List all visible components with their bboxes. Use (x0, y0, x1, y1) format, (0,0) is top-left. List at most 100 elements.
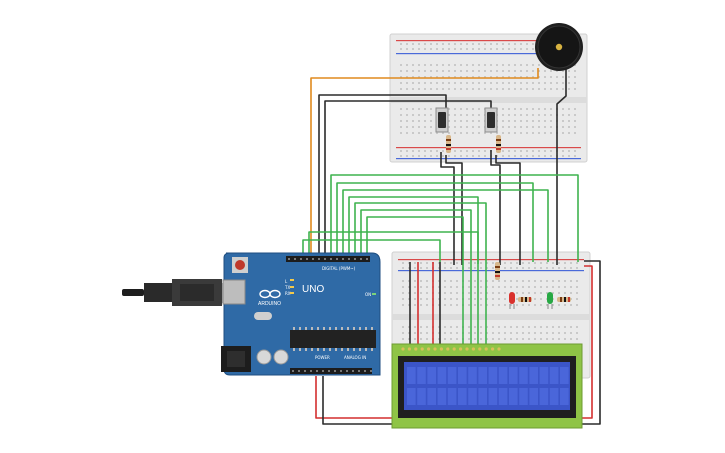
breadboard-hole[interactable] (412, 155, 414, 157)
breadboard-hole[interactable] (460, 114, 462, 116)
resistor-top-1[interactable] (446, 135, 451, 153)
breadboard-hole[interactable] (402, 262, 404, 264)
breadboard-hole[interactable] (550, 108, 552, 110)
breadboard-hole[interactable] (448, 82, 450, 84)
breadboard-hole[interactable] (534, 262, 536, 264)
breadboard-hole[interactable] (492, 332, 494, 334)
breadboard-hole[interactable] (400, 70, 402, 72)
breadboard-hole[interactable] (472, 76, 474, 78)
breadboard-hole[interactable] (504, 338, 506, 340)
breadboard-hole[interactable] (430, 82, 432, 84)
breadboard-hole[interactable] (568, 88, 570, 90)
breadboard-hole[interactable] (468, 292, 470, 294)
breadboard-hole[interactable] (406, 43, 408, 45)
breadboard-hole[interactable] (522, 338, 524, 340)
breadboard-hole[interactable] (514, 120, 516, 122)
breadboard-hole[interactable] (442, 88, 444, 90)
breadboard-hole[interactable] (528, 262, 530, 264)
breadboard-hole[interactable] (430, 48, 432, 50)
breadboard-hole[interactable] (568, 82, 570, 84)
breadboard-hole[interactable] (552, 280, 554, 282)
breadboard-hole[interactable] (444, 267, 446, 269)
breadboard-hole[interactable] (460, 76, 462, 78)
breadboard-hole[interactable] (436, 48, 438, 50)
breadboard-hole[interactable] (502, 150, 504, 152)
breadboard-hole[interactable] (562, 108, 564, 110)
breadboard-hole[interactable] (424, 82, 426, 84)
breadboard-hole[interactable] (438, 298, 440, 300)
breadboard-hole[interactable] (546, 280, 548, 282)
breadboard-hole[interactable] (486, 280, 488, 282)
breadboard-hole[interactable] (442, 82, 444, 84)
breadboard-hole[interactable] (562, 155, 564, 157)
breadboard-hole[interactable] (448, 108, 450, 110)
breadboard-hole[interactable] (502, 88, 504, 90)
breadboard-hole[interactable] (532, 114, 534, 116)
breadboard-hole[interactable] (472, 114, 474, 116)
breadboard-hole[interactable] (466, 108, 468, 110)
breadboard-hole[interactable] (538, 150, 540, 152)
breadboard-hole[interactable] (408, 286, 410, 288)
breadboard-hole[interactable] (502, 114, 504, 116)
breadboard-hole[interactable] (538, 70, 540, 72)
breadboard-hole[interactable] (402, 298, 404, 300)
breadboard-hole[interactable] (486, 267, 488, 269)
lcd-pin[interactable] (420, 347, 424, 351)
breadboard-hole[interactable] (552, 262, 554, 264)
breadboard-hole[interactable] (528, 280, 530, 282)
breadboard-hole[interactable] (550, 150, 552, 152)
breadboard-hole[interactable] (480, 338, 482, 340)
breadboard-hole[interactable] (438, 280, 440, 282)
breadboard-hole[interactable] (460, 64, 462, 66)
breadboard-hole[interactable] (406, 120, 408, 122)
breadboard-hole[interactable] (486, 298, 488, 300)
breadboard-hole[interactable] (570, 286, 572, 288)
breadboard-hole[interactable] (484, 155, 486, 157)
breadboard-hole[interactable] (508, 48, 510, 50)
breadboard-hole[interactable] (412, 114, 414, 116)
breadboard-hole[interactable] (574, 88, 576, 90)
breadboard-hole[interactable] (514, 76, 516, 78)
breadboard-hole[interactable] (418, 126, 420, 128)
breadboard-hole[interactable] (478, 114, 480, 116)
breadboard-hole[interactable] (552, 267, 554, 269)
breadboard-hole[interactable] (402, 304, 404, 306)
breadboard-hole[interactable] (550, 132, 552, 134)
breadboard-hole[interactable] (412, 88, 414, 90)
breadboard-hole[interactable] (538, 155, 540, 157)
breadboard-hole[interactable] (480, 267, 482, 269)
breadboard-hole[interactable] (556, 70, 558, 72)
wire-black-2[interactable] (324, 100, 492, 253)
breadboard-hole[interactable] (508, 70, 510, 72)
breadboard-hole[interactable] (528, 338, 530, 340)
wire-black-button1-a[interactable] (440, 152, 455, 265)
breadboard-hole[interactable] (496, 82, 498, 84)
breadboard-hole[interactable] (490, 82, 492, 84)
breadboard-hole[interactable] (478, 64, 480, 66)
breadboard-hole[interactable] (576, 298, 578, 300)
breadboard-hole[interactable] (454, 120, 456, 122)
breadboard-hole[interactable] (420, 286, 422, 288)
breadboard-hole[interactable] (510, 332, 512, 334)
header-pin[interactable] (340, 370, 342, 372)
lcd-pin[interactable] (446, 347, 450, 351)
breadboard-hole[interactable] (526, 48, 528, 50)
breadboard-hole[interactable] (466, 48, 468, 50)
breadboard-hole[interactable] (480, 332, 482, 334)
breadboard-hole[interactable] (576, 280, 578, 282)
breadboard-hole[interactable] (486, 332, 488, 334)
breadboard-hole[interactable] (474, 292, 476, 294)
breadboard-hole[interactable] (522, 280, 524, 282)
breadboard-hole[interactable] (544, 82, 546, 84)
breadboard-hole[interactable] (540, 338, 542, 340)
breadboard-hole[interactable] (546, 338, 548, 340)
breadboard-hole[interactable] (448, 48, 450, 50)
wire-black-power[interactable] (322, 260, 601, 425)
header-pin[interactable] (330, 258, 332, 260)
breadboard-hole[interactable] (564, 338, 566, 340)
breadboard-hole[interactable] (508, 150, 510, 152)
breadboard-hole[interactable] (574, 126, 576, 128)
breadboard-hole[interactable] (438, 286, 440, 288)
breadboard-hole[interactable] (466, 114, 468, 116)
